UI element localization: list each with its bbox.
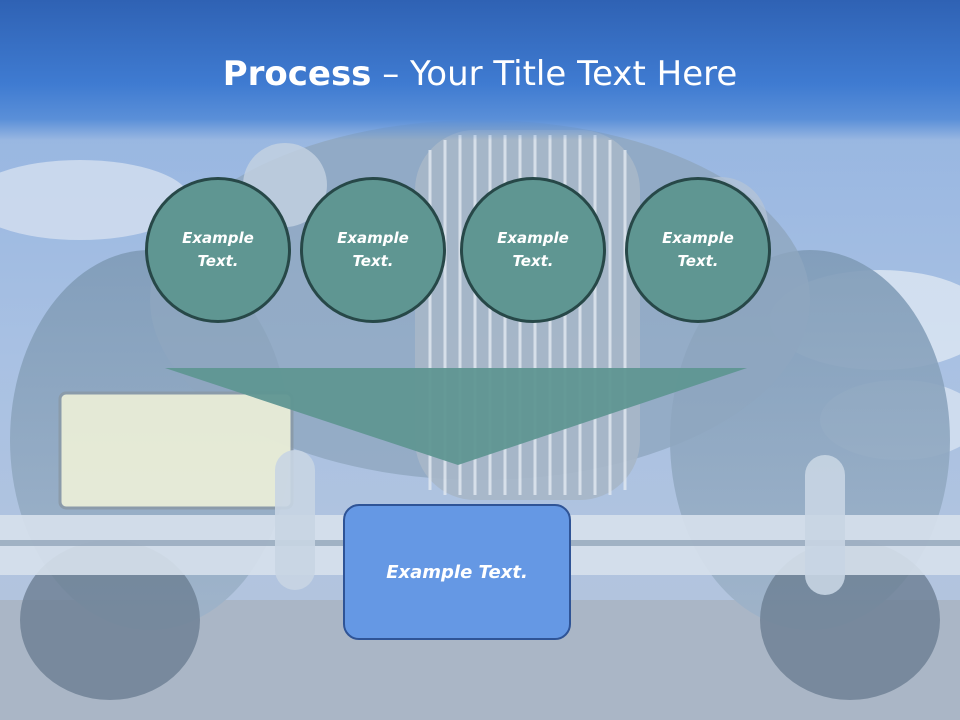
title-band [0,0,960,140]
circle-3-text: Example Text. [497,229,569,270]
process-step-circle-4: Example Text. [625,177,771,323]
result-box: Example Text. [343,504,571,640]
circle-4-text: Example Text. [662,229,734,270]
title-bold: Process [222,54,372,94]
slide-title: Process – Your Title Text Here [0,52,960,96]
process-step-circle-1: Example Text. [145,177,291,323]
process-step-circle-3: Example Text. [460,177,606,323]
circle-1-text: Example Text. [182,229,254,270]
process-step-circle-2: Example Text. [300,177,446,323]
title-rest: – Your Title Text Here [371,54,738,94]
circle-2-text: Example Text. [337,229,409,270]
result-box-text: Example Text. [386,561,528,583]
